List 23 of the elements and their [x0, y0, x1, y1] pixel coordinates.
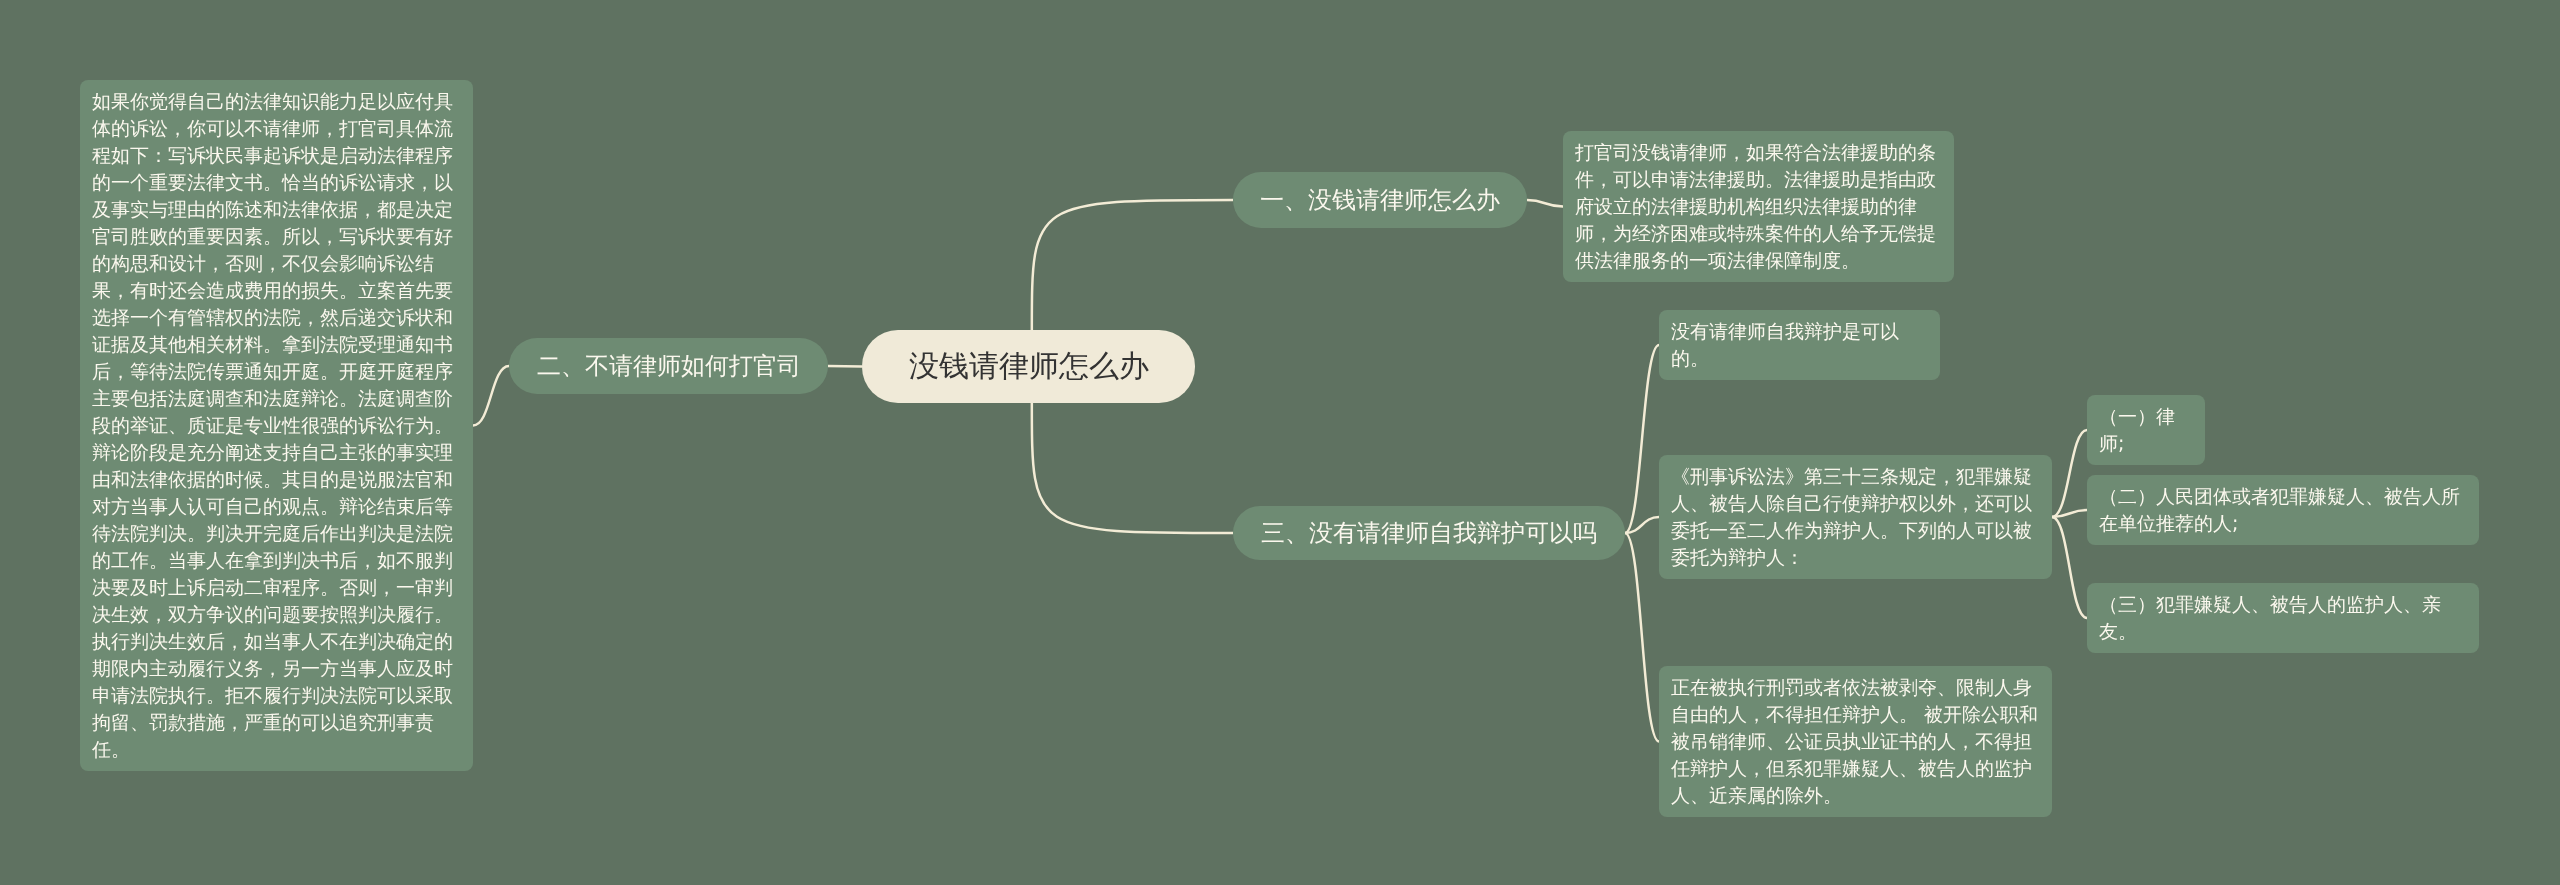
connector [828, 364, 862, 368]
connector [2051, 428, 2088, 519]
connector [472, 364, 510, 427]
connector [1624, 532, 1660, 743]
central-topic: 没钱请律师怎么办 [862, 330, 1195, 403]
branch-topic: 一、没钱请律师怎么办 [1233, 172, 1527, 228]
text-card: 打官司没钱请律师，如果符合法律援助的条件，可以申请法律援助。法律援助是指由政府设立的法律援助机构组织法律援助的律师，为经济困难或特殊案件的人给予无偿提供法律服务的一项法律保障制度。 [1563, 131, 1954, 282]
text-card: 没有请律师自我辩护是可以的。 [1659, 310, 1940, 380]
connector [1030, 198, 1233, 330]
connector [1624, 344, 1660, 534]
branch-topic: 三、没有请律师自我辩护可以吗 [1233, 506, 1625, 560]
connector [1526, 198, 1564, 208]
text-card: 《刑事诉讼法》第三十三条规定，犯罪嫌疑人、被告人除自己行使辩护权以外，还可以委托一至二人作为辩护人。下列的人可以被委托为辩护人： [1659, 455, 2052, 579]
text-card: （二）人民团体或者犯罪嫌疑人、被告人所在单位推荐的人; [2087, 475, 2479, 545]
connector [2051, 515, 2088, 620]
text-card: （一）律师; [2087, 395, 2205, 465]
branch-topic: 二、不请律师如何打官司 [509, 338, 828, 394]
connector [1030, 403, 1233, 535]
connector [2051, 508, 2088, 519]
text-card: （三）犯罪嫌疑人、被告人的监护人、亲友。 [2087, 583, 2479, 653]
text-card: 正在被执行刑罚或者依法被剥夺、限制人身自由的人，不得担任辩护人。 被开除公职和被吊销律师、公证员执业证书的人，不得担任辩护人，但系犯罪嫌疑人、被告人的监护人、近亲属的除外。 [1659, 666, 2052, 817]
connector [1624, 515, 1660, 535]
text-card: 如果你觉得自己的法律知识能力足以应付具体的诉讼，你可以不请律师，打官司具体流程如下：写诉状民事起诉状是启动法律程序的一个重要法律文书。恰当的诉讼请求，以及事实与理由的陈述和法律依据，都是决定官司胜败的重要因素。所以，写诉状要有好的构思和设计，否则，不仅会影响诉讼结果，有时还会造成费用的损失。立案首先要选择一个有管辖权的法院，然后递交诉状和证据及其他相关材料。拿到法院受理通知书后，等待法院传票通知开庭。开庭开庭程序主要包括法庭调查和法庭辩论。法庭调查阶段的举证、质证是专业性很强的诉讼行为。辩论阶段是充分阐述支持自己主张的事实理由和法律依据的时候。其目的是说服法官和对方当事人认可自己的观点。辩论结束后等待法院判决。判决开完庭后作出判决是法院的工作。当事人在拿到判决书后，如不服判决要及时上诉启动二审程序。否则，一审判决生效，双方争议的问题要按照判决履行。执行判决生效后，如当事人不在判决确定的期限内主动履行义务，另一方当事人应及时申请法院执行。拒不履行判决法院可以采取拘留、罚款措施，严重的可以追究刑事责任。 [80, 80, 473, 771]
